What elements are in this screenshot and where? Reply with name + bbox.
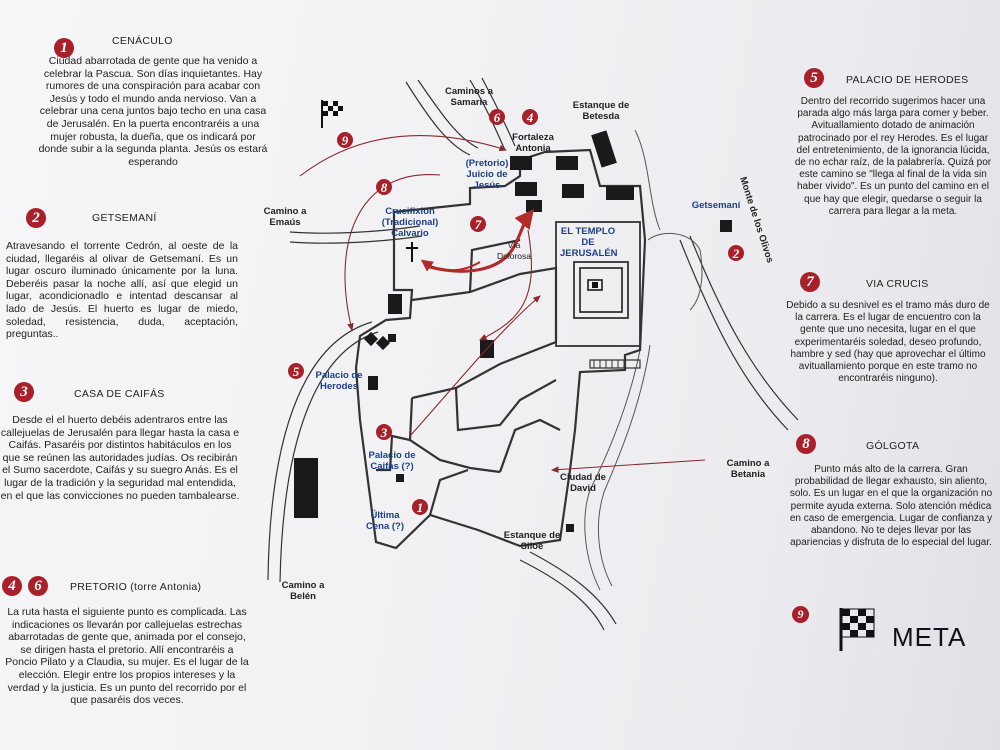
marker-2: 2 <box>26 208 46 228</box>
cenaculo-text: Ciudad abarrotada de gente que ha venido… <box>38 55 268 168</box>
antonia-tower <box>510 156 532 170</box>
map-marker-6-text: 6 <box>494 110 501 125</box>
label-getsemani: Getsemaní <box>691 200 741 211</box>
pretorio-text: La ruta hasta el siguiente punto es comp… <box>5 606 249 707</box>
road-betania-a <box>679 239 789 431</box>
meta-label: META <box>892 622 967 652</box>
map-marker-6 <box>489 109 505 125</box>
label-templo: EL TEMPLO DE JERUSALÉN <box>560 226 618 259</box>
map-marker-5 <box>288 363 304 379</box>
map-marker-1-text: 1 <box>417 500 424 515</box>
map-marker-4-text: 4 <box>526 110 534 125</box>
label-palacio-caifas: Palacio de Caifás (?) <box>368 450 416 472</box>
marker-1: 1 <box>54 38 74 58</box>
map-marker-3 <box>376 424 392 440</box>
caifas-text: Desde el el huerto debéis adentraros ent… <box>0 414 240 502</box>
map-marker-5-text: 5 <box>293 364 300 379</box>
label-camino-betania: Camino a Betania <box>726 458 770 480</box>
betesda-pool <box>591 130 617 168</box>
route-caifas-north <box>409 295 541 437</box>
getsemani-title: GETSEMANÍ <box>92 212 157 224</box>
map-marker-9-text: 9 <box>342 133 349 148</box>
cenaculo-title: CENÁCULO <box>112 35 173 47</box>
marker-5: 5 <box>804 68 824 88</box>
label-camino-belen: Camino a Belén <box>281 580 325 602</box>
getsemani-text: Atravesando el torrente Cedrón, al oeste… <box>6 240 238 341</box>
marker-9-legend: 9 <box>792 606 809 623</box>
map-marker-9 <box>337 132 353 148</box>
herodes-text: Dentro del recorrido sugerimos hacer una… <box>794 96 992 217</box>
map-marker-2 <box>728 245 744 261</box>
herodes-title: PALACIO DE HERODES <box>846 74 969 86</box>
via-crucis-text: Debido a su desnivel es el tramo más dur… <box>786 300 990 385</box>
caifas-title: CASA DE CAIFÁS <box>74 388 165 400</box>
label-pretorio: (Pretorio) Juicio de Jesús <box>465 158 509 191</box>
map-marker-1 <box>412 499 428 515</box>
start-flag-icon <box>321 100 343 128</box>
label-ultima-cena: Última Cena (?) <box>366 510 404 532</box>
cross-icon <box>406 242 418 262</box>
getsemani-building <box>720 220 732 232</box>
temple-enclosure <box>555 221 641 347</box>
label-camino-emaus: Camino a Emaús <box>263 206 307 228</box>
label-caminos-samaria: Caminos a Samaria <box>444 86 494 108</box>
label-ciudad-david: Ciudad de David <box>560 472 606 494</box>
golgota-text: Punto más alto de la carrera. Gran proba… <box>789 464 993 549</box>
map-marker-8-text: 8 <box>381 180 388 195</box>
map-marker-7 <box>470 216 486 232</box>
label-fortaleza-antonia: Fortaleza Antonia <box>512 132 554 154</box>
label-via-dolorosa: Vía Dolorosa <box>496 240 532 261</box>
road-samaria-a <box>405 81 471 156</box>
road-belen-b <box>279 331 379 583</box>
label-crucifixion: Crucifixión (Tradicional) Calvario <box>381 206 439 239</box>
map-marker-3-text: 3 <box>380 425 388 440</box>
herodes-palace <box>368 376 378 390</box>
caifas-house <box>396 474 404 482</box>
marker-7: 7 <box>800 272 820 292</box>
map-marker-8 <box>376 179 392 195</box>
label-estanque-betesda: Estanque de Betesda <box>572 100 630 122</box>
golgota-title: GÓLGOTA <box>866 440 920 452</box>
pretorio-title: PRETORIO (torre Antonia) <box>70 581 202 593</box>
checkered-flag-icon <box>839 608 875 651</box>
road-belen-a <box>267 321 373 581</box>
map-marker-2-text: 2 <box>732 246 740 261</box>
marker-8: 8 <box>796 434 816 454</box>
label-palacio-herodes: Palacio de Herodes <box>315 370 363 392</box>
label-estanque-siloe: Estanque de Siloé <box>503 530 561 552</box>
marker-6: 6 <box>28 576 48 596</box>
tower-west <box>294 458 318 518</box>
map-marker-7-text: 7 <box>475 217 482 232</box>
route-from-getsemani <box>550 459 706 473</box>
via-dolorosa-route <box>425 209 534 273</box>
map-marker-4 <box>522 109 538 125</box>
marker-3: 3 <box>14 382 34 402</box>
via-crucis-title: VIA CRUCIS <box>866 278 929 290</box>
marker-4: 4 <box>2 576 22 596</box>
